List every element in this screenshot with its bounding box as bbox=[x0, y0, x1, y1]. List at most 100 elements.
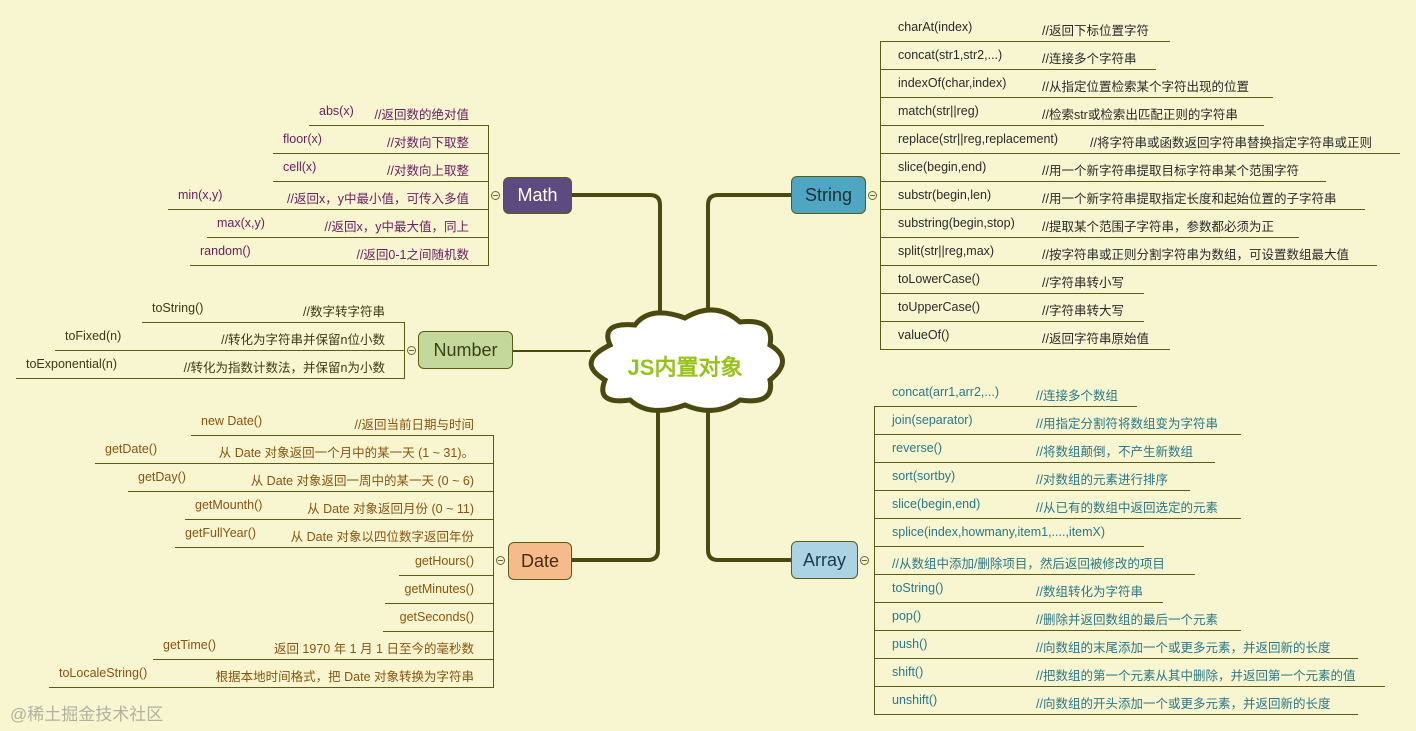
number-node[interactable]: Number bbox=[418, 331, 513, 369]
string-item[interactable]: match(str||reg)//检索str或检索出匹配正则的字符串 bbox=[880, 98, 1264, 126]
number-collapse-icon[interactable] bbox=[407, 346, 416, 355]
date-item[interactable]: getHours() bbox=[399, 548, 494, 576]
date-item-description: 根据本地时间格式，把 Date 对象转换为字符串 bbox=[215, 670, 474, 684]
connector-date bbox=[570, 398, 660, 562]
date-item[interactable]: getTime()返回 1970 年 1 月 1 日至今的毫秒数 bbox=[153, 632, 494, 660]
date-item[interactable]: getDate() 从 Date 对象返回一个月中的某一天 (1 ~ 31)。 bbox=[95, 436, 494, 464]
string-item[interactable]: slice(begin,end)//用一个新字符串提取目标字符串某个范围字符 bbox=[880, 154, 1326, 182]
date-item[interactable]: new Date()//返回当前日期与时间 bbox=[191, 408, 494, 436]
string-item-description: //字符串转大写 bbox=[1042, 304, 1124, 318]
math-collapse-icon[interactable] bbox=[491, 191, 500, 200]
number-item[interactable]: toString()//数字转字符串 bbox=[142, 295, 405, 323]
date-node[interactable]: Date bbox=[508, 542, 572, 580]
array-item[interactable]: shift() //把数组的第一个元素从其中删除，并返回第一个元素的值 bbox=[874, 659, 1385, 687]
math-item[interactable]: floor(x) //对数向下取整 bbox=[273, 126, 489, 154]
date-item-method: getFullYear() bbox=[185, 526, 257, 540]
central-topic[interactable]: JS内置对象 bbox=[627, 355, 743, 380]
array-node[interactable]: Array bbox=[791, 541, 858, 579]
array-item[interactable]: toString()//数组转化为字符串 bbox=[874, 575, 1163, 603]
string-item-description: //检索str或检索出匹配正则的字符串 bbox=[1042, 108, 1238, 122]
string-item-method: replace(str||reg,replacement) bbox=[898, 132, 1059, 146]
date-item[interactable]: getDay()从 Date 对象返回一周中的某一天 (0 ~ 6) bbox=[128, 464, 494, 492]
math-item[interactable]: random()//返回0-1之间随机数 bbox=[190, 238, 489, 266]
string-item-description: //将字符串或函数返回字符串替换指定字符串或正则 bbox=[1090, 136, 1372, 150]
connector-math bbox=[570, 193, 662, 342]
date-item[interactable]: getMinutes() bbox=[385, 576, 494, 604]
string-branch-bracket bbox=[880, 42, 881, 350]
date-item-method: getDay() bbox=[138, 470, 186, 484]
string-item-description: //返回字符串原始值 bbox=[1042, 332, 1149, 346]
array-item[interactable]: //从数组中添加/删除项目，然后返回被修改的项目 bbox=[874, 547, 1195, 575]
date-branch-bracket bbox=[493, 436, 494, 688]
math-item[interactable]: abs(x)//返回数的绝对值 bbox=[309, 98, 489, 126]
array-item[interactable]: sort(sortby)//对数组的元素进行排序 bbox=[874, 463, 1190, 491]
array-item[interactable]: push()//向数组的末尾添加一个或更多元素，并返回新的长度 bbox=[874, 631, 1358, 659]
number-item-method: toString() bbox=[152, 301, 204, 315]
math-item-description: //对数向下取整 bbox=[387, 136, 469, 150]
string-item-description: //用一个新字符串提取指定长度和起始位置的子字符串 bbox=[1042, 192, 1337, 206]
cloud-shape bbox=[588, 307, 785, 413]
date-item-method: toLocaleString() bbox=[59, 666, 148, 680]
array-item[interactable]: splice(index,howmany,item1,....,itemX) bbox=[874, 519, 1144, 547]
date-item-method: getMinutes() bbox=[404, 582, 474, 596]
date-item-method: getSeconds() bbox=[399, 610, 474, 624]
number-item[interactable]: toExponential(n)//转化为指数计数法，并保留n为小数 bbox=[16, 351, 405, 379]
string-item[interactable]: charAt(index)//返回下标位置字符 bbox=[880, 14, 1170, 42]
math-item[interactable]: cell(x) //对数向上取整 bbox=[273, 154, 489, 182]
string-item-description: //从指定位置检索某个字符出现的位置 bbox=[1042, 80, 1249, 94]
array-item-method: shift() bbox=[892, 665, 924, 679]
math-item-description: //返回x，y中最大值，同上 bbox=[324, 220, 469, 234]
date-item[interactable]: getSeconds() bbox=[383, 604, 494, 632]
string-item[interactable]: toUpperCase()//字符串转大写 bbox=[880, 294, 1144, 322]
date-item-description: 从 Date 对象返回一个月中的某一天 (1 ~ 31)。 bbox=[218, 446, 474, 460]
array-item-description: //连接多个数组 bbox=[1036, 389, 1118, 403]
string-item[interactable]: indexOf(char,index)//从指定位置检索某个字符出现的位置 bbox=[880, 70, 1273, 98]
array-item-method: splice(index,howmany,item1,....,itemX) bbox=[892, 525, 1106, 539]
connector-array bbox=[706, 398, 793, 562]
array-item[interactable]: unshift()//向数组的开头添加一个或更多元素，并返回新的长度 bbox=[874, 687, 1358, 715]
array-item[interactable]: concat(arr1,arr2,...) //连接多个数组 bbox=[874, 379, 1137, 407]
string-collapse-icon[interactable] bbox=[868, 191, 877, 200]
string-item[interactable]: substr(begin,len)//用一个新字符串提取指定长度和起始位置的子字… bbox=[880, 182, 1365, 210]
date-item[interactable]: getFullYear() 从 Date 对象以四位数字返回年份 bbox=[175, 520, 494, 548]
array-item-description: //对数组的元素进行排序 bbox=[1036, 473, 1168, 487]
date-item-description: 返回 1970 年 1 月 1 日至今的毫秒数 bbox=[273, 642, 474, 656]
string-item[interactable]: split(str||reg,max)//按字符串或正则分割字符串为数组，可设置… bbox=[880, 238, 1377, 266]
string-item[interactable]: replace(str||reg,replacement) //将字符串或函数返回… bbox=[880, 126, 1400, 154]
array-item[interactable]: join(separator)//用指定分割符将数组变为字符串 bbox=[874, 407, 1241, 435]
string-item[interactable]: substring(begin,stop)//提取某个范围子字符串，参数都必须为… bbox=[880, 210, 1299, 238]
date-item-description: 从 Date 对象以四位数字返回年份 bbox=[290, 530, 474, 544]
number-item-description: //转化为字符串并保留n位小数 bbox=[221, 333, 385, 347]
string-item[interactable]: concat(str1,str2,...)//连接多个字符串 bbox=[880, 42, 1156, 70]
string-item[interactable]: valueOf()//返回字符串原始值 bbox=[880, 322, 1170, 350]
date-item[interactable]: toLocaleString() 根据本地时间格式，把 Date 对象转换为字符串 bbox=[49, 660, 494, 688]
array-item-method: unshift() bbox=[892, 693, 938, 707]
math-item-method: floor(x) bbox=[283, 132, 322, 146]
array-item-description: //用指定分割符将数组变为字符串 bbox=[1036, 417, 1218, 431]
array-collapse-icon[interactable] bbox=[860, 556, 869, 565]
math-item[interactable]: min(x,y)//返回x，y中最小值，可传入多值 bbox=[168, 182, 489, 210]
array-item-description: //把数组的第一个元素从其中删除，并返回第一个元素的值 bbox=[1036, 669, 1356, 683]
date-item-method: getDate() bbox=[105, 442, 158, 456]
array-item[interactable]: slice(begin,end)//从已有的数组中返回选定的元素 bbox=[874, 491, 1241, 519]
array-item[interactable]: reverse()//将数组颠倒，不产生新数组 bbox=[874, 435, 1215, 463]
date-item-method: getHours() bbox=[414, 554, 474, 568]
date-item[interactable]: getMounth()从 Date 对象返回月份 (0 ~ 11) bbox=[185, 492, 494, 520]
array-item-description: //数组转化为字符串 bbox=[1036, 585, 1143, 599]
math-item[interactable]: max(x,y)//返回x，y中最大值，同上 bbox=[207, 210, 489, 238]
string-item-method: concat(str1,str2,...) bbox=[898, 48, 1003, 62]
number-item[interactable]: toFixed(n)//转化为字符串并保留n位小数 bbox=[55, 323, 405, 351]
array-branch-bracket bbox=[874, 407, 875, 715]
math-node[interactable]: Math bbox=[503, 177, 572, 214]
string-item[interactable]: toLowerCase()//字符串转小写 bbox=[880, 266, 1144, 294]
number-item-method: toExponential(n) bbox=[26, 357, 118, 371]
array-item[interactable]: pop()//删除并返回数组的最后一个元素 bbox=[874, 603, 1241, 631]
math-item-description: //对数向上取整 bbox=[387, 164, 469, 178]
array-item-method: pop() bbox=[892, 609, 922, 623]
array-item-method: concat(arr1,arr2,...) bbox=[892, 385, 999, 399]
array-item-method: //从数组中添加/删除项目，然后返回被修改的项目 bbox=[892, 557, 1165, 571]
date-collapse-icon[interactable] bbox=[496, 556, 505, 565]
string-node[interactable]: String bbox=[791, 176, 866, 214]
math-item-method: cell(x) bbox=[283, 160, 317, 174]
